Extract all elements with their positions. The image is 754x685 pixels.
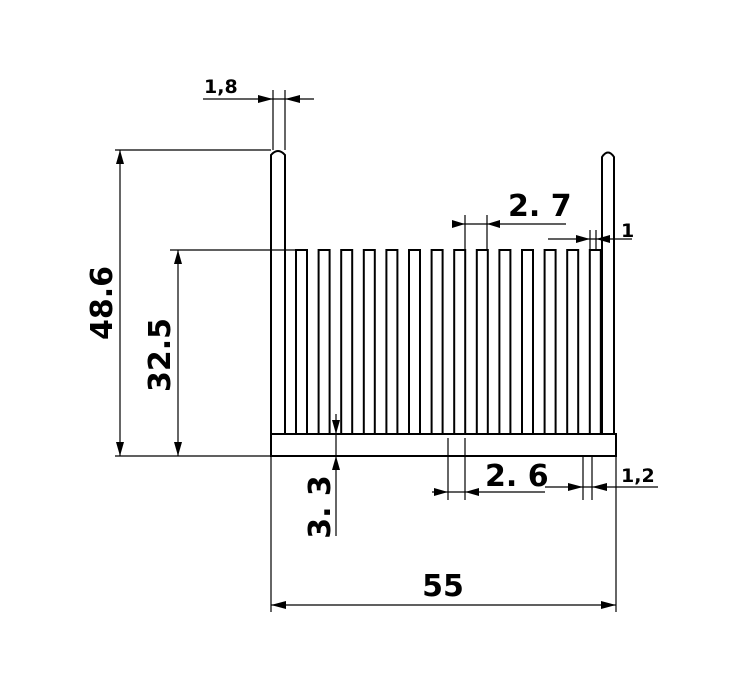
arrow-48-top — [116, 150, 124, 164]
fin — [295, 249, 308, 434]
label-fin-pitch: 2. 7 — [508, 189, 572, 224]
label-base-thickness: 3. 3 — [303, 475, 338, 539]
fin — [453, 249, 467, 434]
arrow-33-bottom — [332, 456, 340, 470]
dimension-labels: 1,8 48.6 32.5 2. 7 1 3. 3 2. 6 1,2 55 — [85, 76, 655, 604]
fin — [430, 249, 444, 434]
arrow-1-right — [596, 235, 610, 243]
fin — [566, 249, 580, 434]
arrow-1-left — [576, 235, 590, 243]
label-overall-height: 48.6 — [85, 266, 120, 340]
arrow-18-left — [258, 95, 273, 103]
base-outer-edge — [270, 433, 617, 457]
fin — [317, 249, 331, 434]
arrow-33-top — [332, 420, 340, 434]
fin — [475, 249, 489, 434]
fin — [385, 249, 399, 434]
label-right-wall-thickness: 1,2 — [621, 465, 655, 487]
fin — [543, 249, 557, 434]
heatsink-profile — [270, 150, 617, 457]
arrow-27-left — [452, 220, 465, 228]
fin — [340, 249, 354, 434]
fin — [498, 249, 512, 434]
arrow-48-bottom — [116, 442, 124, 456]
label-fin-gap: 2. 6 — [485, 459, 549, 494]
fin — [408, 249, 421, 434]
arrow-32-bottom — [174, 442, 182, 456]
extension-lines — [115, 90, 617, 612]
label-fin-height: 32.5 — [143, 318, 178, 392]
fin — [588, 249, 602, 434]
label-top-fin-thickness: 1,8 — [204, 76, 238, 98]
arrow-12-left — [568, 483, 583, 491]
arrow-26-right — [465, 488, 479, 496]
arrow-55-right — [601, 601, 616, 609]
arrow-32-top — [174, 250, 182, 264]
arrow-27-right — [487, 220, 500, 228]
fin-group — [295, 249, 602, 434]
fin — [521, 249, 534, 434]
arrow-26-left — [434, 488, 448, 496]
arrow-18-right — [285, 95, 300, 103]
label-overall-width: 55 — [422, 569, 464, 604]
arrow-12-right — [592, 483, 607, 491]
fin — [362, 249, 376, 434]
right-tall-wall — [601, 151, 615, 434]
left-tall-wall — [270, 150, 286, 434]
label-right-fin-thickness: 1 — [621, 220, 634, 242]
arrow-55-left — [271, 601, 286, 609]
dimension-lines — [116, 95, 658, 609]
